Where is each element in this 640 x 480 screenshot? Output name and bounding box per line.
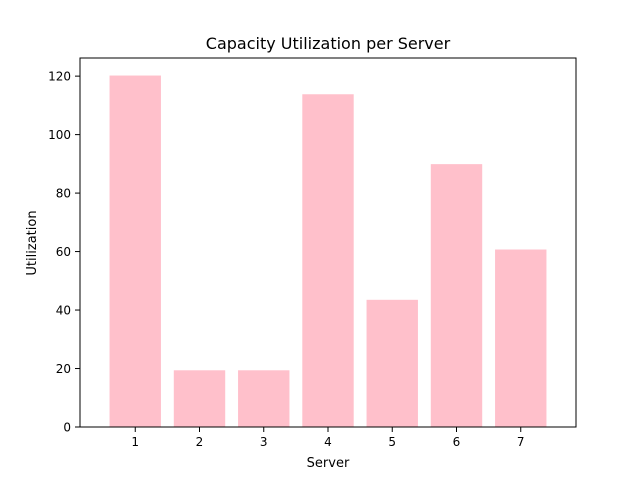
x-tick-label: 4 bbox=[324, 435, 332, 449]
x-tick-label: 2 bbox=[196, 435, 204, 449]
x-axis-label: Server bbox=[307, 456, 350, 471]
y-tick-label: 120 bbox=[48, 70, 71, 84]
y-tick-label: 100 bbox=[48, 128, 71, 142]
y-axis-ticks: 0 20 40 60 80 100 120 bbox=[48, 70, 80, 435]
bar-server-1 bbox=[109, 75, 161, 427]
bars-group bbox=[109, 75, 547, 427]
bar-server-2 bbox=[173, 370, 226, 427]
x-tick-label: 3 bbox=[260, 435, 268, 449]
y-axis-label: Utilization bbox=[25, 210, 40, 275]
y-tick-label: 80 bbox=[56, 187, 71, 201]
chart-title: Capacity Utilization per Server bbox=[206, 34, 451, 53]
bar-server-4 bbox=[302, 94, 354, 427]
bar-server-6 bbox=[430, 164, 483, 427]
bar-server-5 bbox=[366, 299, 418, 427]
x-axis-ticks: 1 2 3 4 5 6 7 bbox=[131, 427, 525, 449]
plot-frame bbox=[79, 57, 577, 428]
bar-server-7 bbox=[495, 249, 547, 427]
y-tick-label: 60 bbox=[56, 245, 71, 259]
x-tick-label: 6 bbox=[453, 435, 461, 449]
y-tick-label: 40 bbox=[56, 304, 71, 318]
bar-server-3 bbox=[238, 370, 290, 427]
y-tick-label: 0 bbox=[63, 421, 71, 435]
x-tick-label: 5 bbox=[388, 435, 396, 449]
x-tick-label: 7 bbox=[517, 435, 525, 449]
x-tick-label: 1 bbox=[131, 435, 139, 449]
y-tick-label: 20 bbox=[56, 362, 71, 376]
